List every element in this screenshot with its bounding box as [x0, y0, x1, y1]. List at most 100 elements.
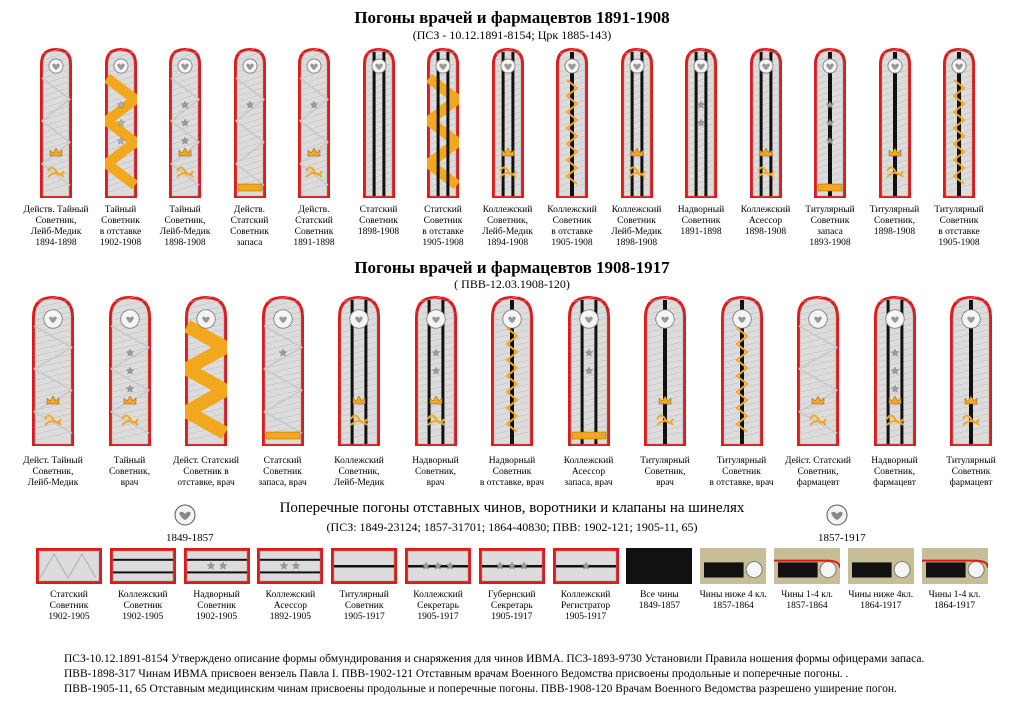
strap-caption: Дейст. Статский Советник, фармацевт — [784, 456, 852, 488]
note-line: ПВВ-1898-317 Чинам ИВМА присвоен вензель… — [64, 668, 849, 680]
section1-shoulder-strap — [298, 45, 330, 203]
strap-caption: Титулярный Советник, врач — [640, 456, 690, 488]
strap-caption: Титулярный Советник в отставке 1905-1908 — [934, 205, 984, 248]
strap-caption: Коллежский Советник в отставке 1905-1908 — [547, 205, 597, 248]
transverse-strap-icon — [552, 548, 619, 584]
strap-caption: Коллежский Асессор 1892-1905 — [265, 590, 316, 622]
strap-caption: Все чины 1849-1857 — [638, 590, 680, 611]
strap-caption: Тайный Советник, Лейб-Медик 1898-1908 — [159, 205, 211, 248]
section2-shoulder-strap — [261, 293, 304, 451]
strap-caption: Коллежский Советник 1902-1905 — [118, 590, 168, 622]
section3-subtitle: (ПСЗ: 1849-23124; 1857-31701; 1864-40830… — [326, 520, 698, 534]
section2-shoulder-strap — [491, 293, 533, 451]
section1-shoulder-strap — [362, 45, 395, 203]
transverse-strap-icon — [109, 548, 176, 584]
section1-shoulder-strap — [749, 45, 782, 203]
strap-caption: Титулярный Советник фармацевт — [946, 456, 996, 488]
strap-caption: Коллежский Советник, Лейб-Медик 1894-190… — [482, 205, 533, 248]
shoulder-strap-icon — [261, 293, 304, 446]
shoulder-strap-icon — [169, 45, 201, 198]
strap-caption: Действ. Статский Советник запаса — [230, 205, 269, 248]
transverse-strap-icon — [774, 548, 840, 584]
strap-caption: Тайный Советник, врач — [108, 456, 151, 488]
section1-shoulder-strap — [233, 45, 266, 203]
strap-caption: Надворный Советник, фармацевт — [871, 456, 918, 488]
section1-title: Погоны врачей и фармацевтов 1891-1908 — [354, 8, 670, 27]
eagle-emblem-icon — [174, 504, 196, 526]
section1-shoulder-strap — [556, 45, 588, 203]
strap-caption: Коллежский Секретарь 1905-1917 — [413, 590, 463, 622]
transverse-strap-icon — [331, 548, 398, 584]
section2-shoulder-strap — [183, 293, 229, 451]
shoulder-strap-icon — [878, 45, 911, 198]
transverse-strap-icon — [478, 548, 545, 584]
strap-caption: Чины 1-4 кл. 1864-1917 — [928, 590, 981, 611]
strap-caption: Коллежский Советник Лейб-Медик 1898-1908 — [611, 205, 662, 248]
section1-shoulder-strap — [685, 45, 717, 203]
strap-caption: Надворный Советник в отставке, врач — [479, 456, 545, 488]
shoulder-strap-icon — [40, 45, 72, 198]
strap-caption: Дейст. Статский Советник в отставке, вра… — [172, 456, 240, 488]
shoulder-strap-icon — [362, 45, 395, 198]
strap-caption: Надворный Советник, врач — [412, 456, 459, 488]
section2-shoulder-strap — [414, 293, 457, 451]
shoulder-strap-icon — [720, 293, 763, 446]
transverse-strap-icon — [847, 548, 914, 584]
section2-subtitle: ( ПВВ-12.03.1908-120) — [454, 277, 570, 291]
strap-caption: Титулярный Советник запаса 1893-1908 — [805, 205, 855, 248]
shoulder-strap-icon — [749, 45, 782, 198]
transverse-strap-icon — [257, 548, 324, 584]
section2-shoulder-strap — [644, 293, 686, 451]
strap-caption: Коллежский Асессор запаса, врач — [563, 456, 614, 488]
strap-caption: Титулярный Советник 1905-1917 — [339, 590, 389, 622]
shoulder-strap-icon — [32, 293, 74, 446]
shoulder-strap-icon — [556, 45, 588, 198]
shoulder-strap-icon — [425, 45, 461, 198]
shoulder-strap-icon — [814, 45, 846, 198]
strap-caption: Действ. Статский Советник 1891-1898 — [293, 205, 335, 248]
section1-shoulder-strap — [878, 45, 911, 203]
shoulder-strap-icon — [873, 293, 916, 446]
strap-caption: Титулярный Советник в отставке, врач — [709, 456, 774, 488]
section1-shoulder-strap — [103, 45, 138, 203]
shoulder-strap-icon — [414, 293, 457, 446]
shoulder-strap-icon — [943, 45, 975, 198]
strap-caption: Коллежский Советник, Лейб-Медик — [333, 456, 385, 488]
note-line: ПВВ-1905-11, 65 Отставным медицинским чи… — [64, 683, 897, 695]
transverse-strap-icon — [700, 548, 767, 584]
section1-shoulder-strap — [40, 45, 72, 203]
section2-shoulder-strap — [950, 293, 992, 451]
shoulder-strap-icon — [950, 293, 992, 446]
section2-shoulder-strap — [338, 293, 380, 451]
section2-shoulder-strap — [32, 293, 74, 451]
section2-title: Погоны врачей и фармацевтов 1908-1917 — [354, 258, 670, 277]
section1-shoulder-strap — [491, 45, 524, 203]
strap-caption: Чины ниже 4 кл. 1857-1864 — [699, 590, 767, 611]
strap-caption: Надворный Советник 1891-1898 — [677, 205, 725, 237]
eagle-emblem-icon — [826, 504, 848, 526]
section3-title: Поперечные погоны отставных чинов, ворот… — [279, 500, 745, 516]
strap-caption: Коллежский Асессор 1898-1908 — [740, 205, 791, 237]
period-label-right: 1857-1917 — [818, 532, 866, 544]
shoulder-strap-icon — [233, 45, 266, 198]
transverse-strap-icon — [626, 548, 693, 584]
section1-subtitle: (ПСЗ - 10.12.1891-8154; Црк 1885-143) — [412, 28, 612, 42]
section1-shoulder-strap — [425, 45, 461, 203]
notes-block: ПСЗ-10.12.1891-8154 Утверждено описание … — [64, 652, 1004, 697]
strap-caption: Статский Советник в отставке 1905-1908 — [422, 205, 464, 248]
shoulder-strap-row-1891-1908: Действ. Тайный Советник, Лейб-Медик 1894… — [0, 0, 1024, 260]
transverse-strap-icon — [405, 548, 471, 584]
transverse-strap-icon — [36, 548, 102, 584]
section2-shoulder-strap — [567, 293, 610, 451]
section1-shoulder-strap — [943, 45, 975, 203]
section1-shoulder-strap — [169, 45, 201, 203]
strap-caption: Тайный Советник в отставке 1902-1908 — [99, 205, 142, 248]
strap-caption: Чины 1-4 кл. 1857-1864 — [781, 590, 833, 611]
period-label-left: 1849-1857 — [166, 532, 214, 544]
shoulder-strap-icon — [108, 293, 151, 446]
strap-caption: Надворный Советник 1902-1905 — [193, 590, 240, 622]
transverse-strap-icon — [921, 548, 988, 584]
strap-caption: Действ. Тайный Советник, Лейб-Медик 1894… — [23, 205, 89, 248]
